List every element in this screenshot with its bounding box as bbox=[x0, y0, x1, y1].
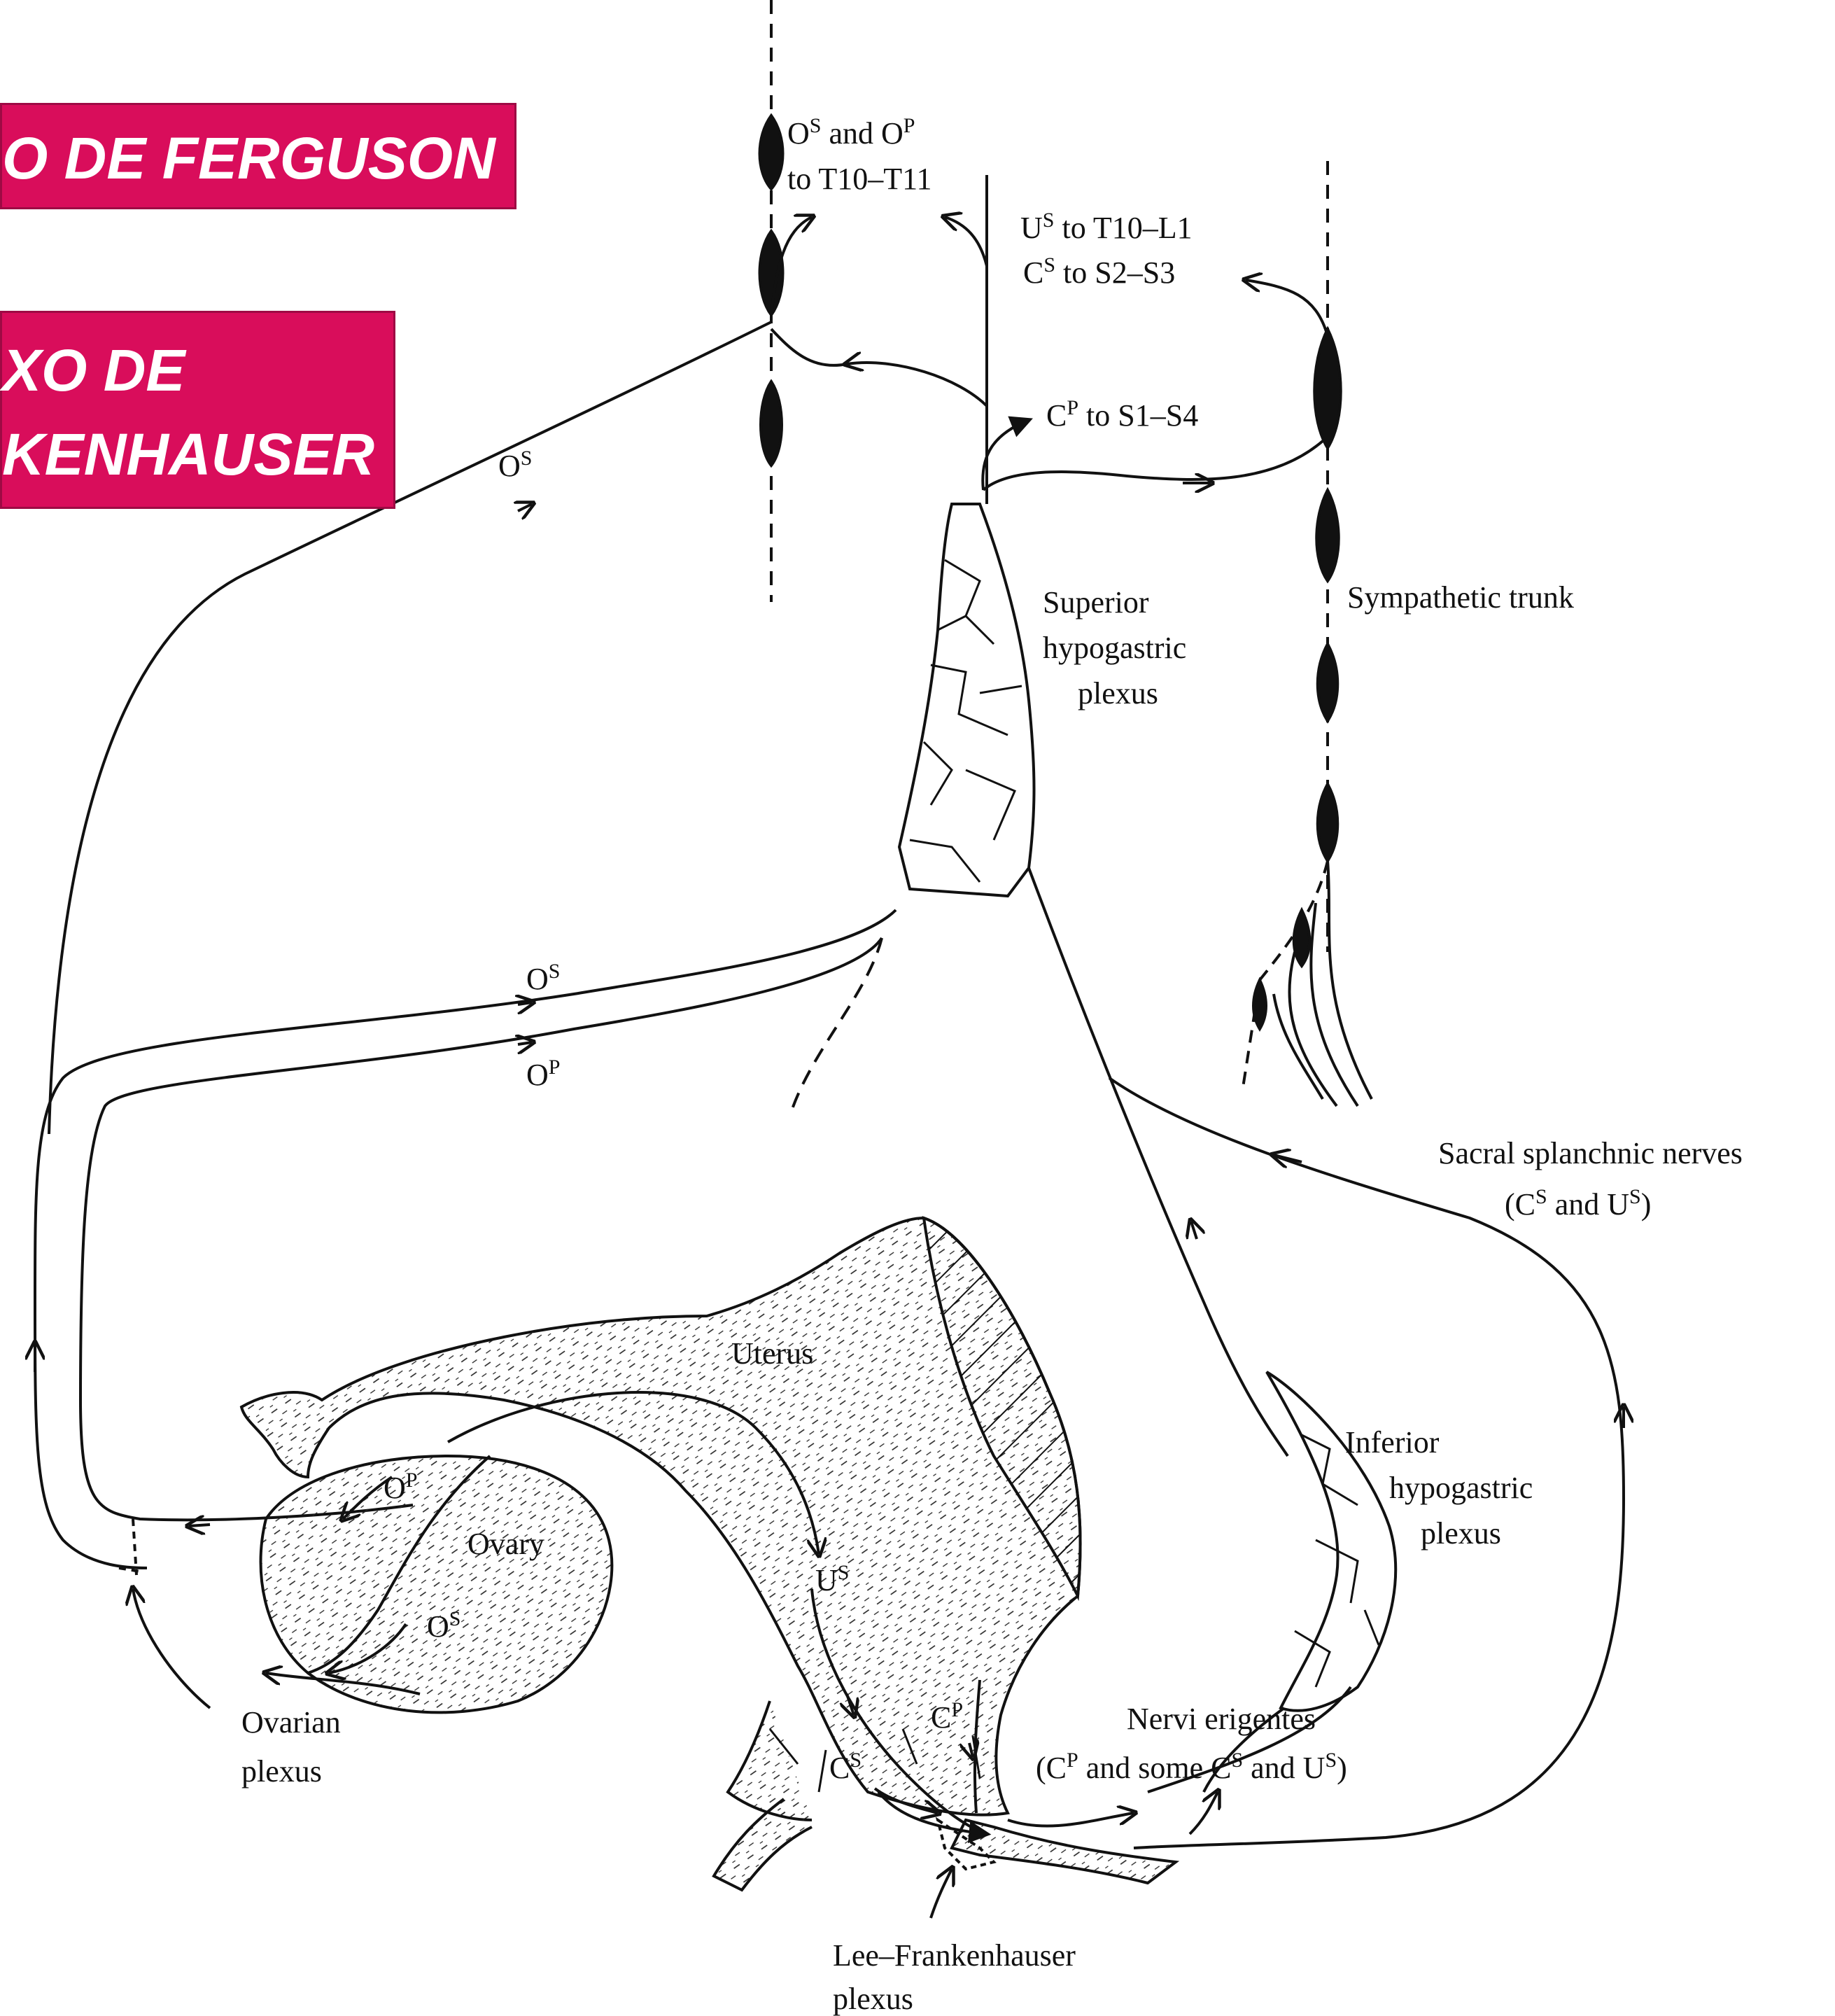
inferior-hypogastric-plexus bbox=[1267, 1372, 1395, 1711]
svg-text:Lee–Frankenhauser: Lee–Frankenhauser bbox=[833, 1938, 1076, 1973]
cs-to-s2-s3-path bbox=[1246, 280, 1328, 336]
ferkenhauser-banner-line2: KENHAUSER bbox=[2, 412, 393, 496]
ferguson-banner: O DE FERGUSON bbox=[0, 103, 516, 209]
label-lee-frankenhauser-plexus: Lee–Frankenhauser plexus bbox=[833, 1938, 1076, 2016]
us-to-t10-l1-path bbox=[945, 217, 987, 266]
label-cp-to-s1-s4: CP to S1–S4 bbox=[1046, 396, 1198, 433]
svg-text:Ovarian: Ovarian bbox=[241, 1705, 341, 1740]
svg-text:to T10–T11: to T10–T11 bbox=[787, 162, 932, 196]
shp-to-trunk-path bbox=[983, 441, 1323, 490]
svg-text:(CS and US): (CS and US) bbox=[1505, 1185, 1651, 1222]
svg-text:CS to S2–S3: CS to S2–S3 bbox=[1023, 253, 1175, 290]
svg-text:OS and OP: OS and OP bbox=[787, 114, 915, 150]
label-us-to-t10-l1: US to T10–L1 bbox=[1020, 209, 1193, 245]
svg-text:US to T10–L1: US to T10–L1 bbox=[1020, 209, 1193, 245]
svg-text:OP: OP bbox=[526, 1056, 560, 1092]
svg-text:Ovary: Ovary bbox=[467, 1527, 544, 1561]
label-nervi-erigentes: Nervi erigentes (CP and some CS and US) bbox=[1036, 1702, 1347, 1785]
svg-text:Sacral splanchnic nerves: Sacral splanchnic nerves bbox=[1438, 1136, 1743, 1170]
svg-text:plexus: plexus bbox=[1421, 1516, 1501, 1550]
label-op-mid: OP bbox=[526, 1056, 560, 1092]
svg-text:OS: OS bbox=[498, 447, 532, 483]
label-os-op-to-t10-t11: OS and OP to T10–T11 bbox=[787, 114, 932, 196]
svg-text:Uterus: Uterus bbox=[731, 1336, 813, 1371]
ferguson-banner-text: O DE FERGUSON bbox=[2, 125, 495, 191]
svg-text:plexus: plexus bbox=[241, 1754, 322, 1788]
svg-text:Superior: Superior bbox=[1043, 585, 1149, 620]
svg-text:OS: OS bbox=[526, 960, 560, 996]
svg-text:(CP and some CS and US): (CP and some CS and US) bbox=[1036, 1749, 1347, 1785]
shp-to-left-chain bbox=[771, 329, 987, 406]
label-ovarian-plexus: Ovarian plexus bbox=[241, 1705, 341, 1788]
label-uterus: Uterus bbox=[731, 1336, 813, 1371]
label-superior-hypogastric-plexus: Superior hypogastric plexus bbox=[1043, 585, 1186, 710]
label-ovary: Ovary bbox=[467, 1527, 544, 1561]
svg-text:Inferior: Inferior bbox=[1345, 1425, 1440, 1460]
svg-text:Sympathetic trunk: Sympathetic trunk bbox=[1347, 580, 1574, 615]
svg-text:hypogastric: hypogastric bbox=[1043, 631, 1186, 665]
svg-text:CP to S1–S4: CP to S1–S4 bbox=[1046, 396, 1198, 433]
svg-text:plexus: plexus bbox=[1078, 676, 1158, 710]
svg-text:hypogastric: hypogastric bbox=[1389, 1471, 1533, 1505]
shp-to-ihp-path bbox=[1029, 868, 1288, 1456]
svg-text:plexus: plexus bbox=[833, 1982, 913, 2016]
ferkenhauser-banner: XO DE KENHAUSER bbox=[0, 311, 395, 509]
label-cs-to-s2-s3: CS to S2–S3 bbox=[1023, 253, 1175, 290]
ovary bbox=[261, 1456, 612, 1712]
ferkenhauser-banner-line1: XO DE bbox=[2, 328, 393, 412]
label-sacral-splanchnic-nerves: Sacral splanchnic nerves (CS and US) bbox=[1438, 1136, 1743, 1222]
left-sympathetic-chain bbox=[760, 0, 783, 602]
superior-hypogastric-plexus bbox=[899, 175, 1034, 896]
label-os-mid: OS bbox=[526, 960, 560, 996]
label-sympathetic-trunk: Sympathetic trunk bbox=[1347, 580, 1574, 615]
label-os-upper: OS bbox=[498, 447, 532, 483]
svg-text:Nervi erigentes: Nervi erigentes bbox=[1127, 1702, 1316, 1736]
